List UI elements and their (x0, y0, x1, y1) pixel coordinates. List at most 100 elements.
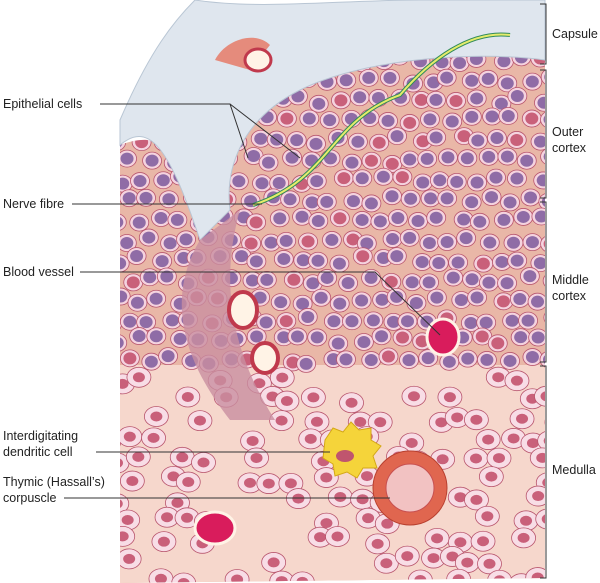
cell-nucleus (534, 135, 545, 148)
cell-nucleus (440, 236, 454, 249)
cell-nucleus (123, 553, 136, 564)
cell (120, 334, 128, 352)
cell (540, 110, 545, 129)
cell-nucleus (482, 434, 495, 445)
cell-nucleus (280, 396, 293, 407)
cell (120, 11, 130, 30)
cell-nucleus (403, 231, 417, 244)
cell-nucleus (407, 391, 420, 402)
cell-nucleus (120, 531, 129, 542)
cell-nucleus (500, 150, 514, 163)
cell-nucleus (130, 296, 144, 309)
cell-nucleus (506, 236, 520, 249)
cell-nucleus (181, 391, 194, 402)
cell-nucleus (494, 97, 508, 110)
cell-nucleus (364, 154, 378, 167)
vessel-trabecula-1 (227, 290, 259, 330)
cell-nucleus (557, 54, 570, 66)
cell-nucleus (102, 353, 115, 365)
label-capsule: Capsule (552, 27, 598, 41)
cell-nucleus (362, 71, 376, 84)
cell (543, 308, 545, 327)
cell-nucleus (157, 536, 170, 547)
cell-nucleus (103, 437, 115, 447)
cell-nucleus (464, 316, 478, 329)
cell-nucleus (445, 115, 459, 128)
cell-nucleus (341, 277, 355, 290)
cell-nucleus (156, 174, 170, 187)
cell-nucleus (132, 372, 145, 383)
cell-nucleus (465, 273, 479, 286)
cell-nucleus (285, 151, 299, 164)
cell-nucleus (132, 330, 146, 343)
cell-nucleus (264, 236, 278, 249)
hassall-corpuscle-core (385, 463, 435, 513)
cell (98, 33, 117, 50)
cell-nucleus (461, 352, 475, 365)
cell-nucleus (442, 355, 456, 368)
cell-nucleus (232, 175, 246, 188)
cell-nucleus (355, 294, 369, 307)
cell (537, 430, 545, 452)
cell-nucleus (415, 335, 429, 348)
cell-nucleus (422, 276, 436, 289)
cell-nucleus (423, 113, 437, 126)
cell (120, 314, 123, 333)
cell-nucleus (470, 176, 484, 189)
cell-nucleus (249, 216, 263, 229)
label-medulla: Medulla (552, 463, 596, 477)
cell-nucleus (431, 533, 444, 544)
cell-nucleus (346, 195, 360, 208)
cell-nucleus (430, 291, 444, 304)
cell-nucleus (135, 52, 149, 65)
cell-nucleus (555, 534, 567, 544)
cell (128, 10, 148, 29)
cell-nucleus (176, 452, 189, 463)
cell (540, 68, 545, 86)
cell-nucleus (414, 93, 428, 106)
cell-nucleus (401, 315, 415, 328)
cell (544, 411, 545, 433)
cell-nucleus (454, 293, 468, 306)
cell-nucleus (489, 171, 503, 184)
label-hassall-line1: Thymic (Hassall’s) (3, 475, 105, 489)
cell-nucleus (121, 515, 134, 526)
cell-nucleus (320, 518, 333, 529)
cell-nucleus (401, 551, 414, 562)
cell-nucleus (371, 538, 384, 549)
cell-nucleus (345, 397, 358, 408)
cell-nucleus (390, 290, 404, 303)
cell-nucleus (485, 471, 498, 482)
cell-nucleus (345, 156, 359, 169)
cell-nucleus (483, 558, 496, 569)
middle-cortex-bracket (540, 201, 547, 363)
cell-nucleus (471, 134, 485, 147)
cell-nucleus (355, 172, 369, 185)
cell-nucleus (120, 290, 128, 303)
cell-nucleus (500, 77, 514, 90)
cell-nucleus (459, 232, 473, 245)
cell-nucleus (510, 375, 523, 386)
cell-nucleus (479, 316, 493, 329)
cell-nucleus (520, 515, 533, 526)
cell-nucleus (376, 251, 390, 264)
cell-nucleus (532, 491, 545, 502)
cell-nucleus (161, 350, 175, 363)
cell-nucleus (154, 573, 167, 583)
cell-nucleus (381, 350, 395, 363)
cell-nucleus (356, 494, 369, 505)
cell-nucleus (380, 558, 393, 569)
cell-nucleus (301, 310, 315, 323)
cell-nucleus (323, 114, 337, 127)
cell-nucleus (309, 137, 323, 150)
cell-nucleus (149, 292, 163, 305)
cell-nucleus (477, 536, 490, 547)
cell (539, 350, 545, 369)
cell-nucleus (510, 254, 524, 267)
cell-nucleus (120, 257, 127, 270)
cell-nucleus (404, 192, 418, 205)
cell-nucleus (133, 175, 147, 188)
cell-nucleus (139, 191, 153, 204)
cell-nucleus (267, 557, 280, 568)
